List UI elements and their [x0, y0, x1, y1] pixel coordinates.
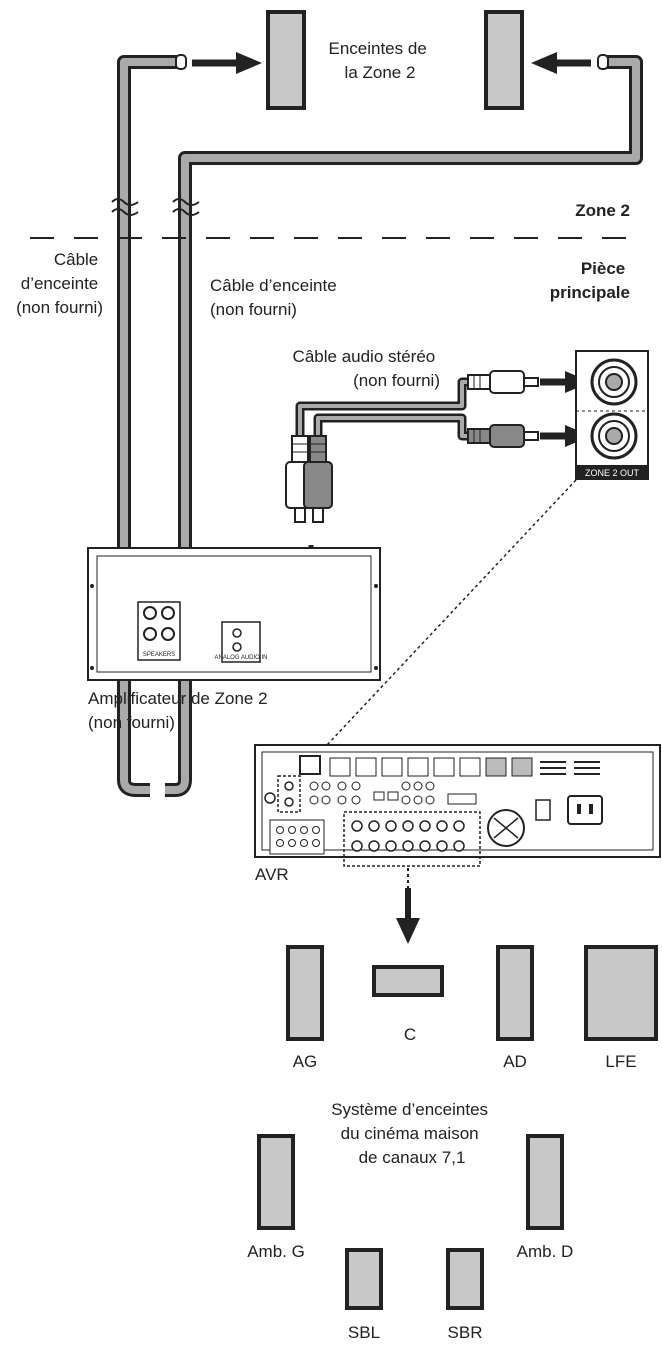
cable-right-line-2: (non fourni) [210, 300, 297, 319]
main-room-label: Pièce principale [550, 259, 630, 302]
system-line-2: du cinéma maison [341, 1124, 479, 1143]
speaker-fl-label: AG [293, 1052, 318, 1071]
audio-cable-line-2: (non fourni) [353, 371, 440, 390]
cable-left-line-3: (non fourni) [16, 298, 103, 317]
arrow-down-head [396, 918, 420, 944]
zone2-out-leader [295, 479, 577, 779]
zone2-speakers-line-1: Enceintes de [328, 39, 426, 58]
speaker-cable-left [117, 55, 181, 797]
cable-break-marks [111, 198, 200, 216]
system-line-1: Système d’enceintes [331, 1100, 488, 1119]
arrow-to-left-speaker [192, 52, 262, 74]
zone2-out-label: ZONE 2 OUT [585, 468, 640, 478]
cable-end-right [597, 54, 609, 70]
cable-right-line-1: Câble d’enceinte [210, 276, 337, 295]
arrow-to-right-speaker [531, 52, 591, 74]
zone2-speakers-line-2: la Zone 2 [345, 63, 416, 82]
cable-left-label: Câble d’enceinte (non fourni) [16, 250, 103, 317]
speaker-sbr-label: SBR [448, 1323, 483, 1342]
speaker-sbl-label: SBL [348, 1323, 380, 1342]
speaker-c-label: C [404, 1025, 416, 1044]
amp-label-line-2: (non fourni) [88, 713, 175, 732]
speaker-sbl [345, 1248, 383, 1310]
speaker-sr-label: Amb. D [517, 1242, 574, 1261]
stereo-audio-cable [295, 377, 468, 441]
main-room-line-1: Pièce [581, 259, 625, 278]
cable-end-left [175, 54, 187, 70]
rca-plug-red-right [467, 424, 539, 448]
cable-left-line-2: d’enceinte [21, 274, 99, 293]
avr-label: AVR [255, 865, 289, 884]
zone2-speakers-label: Enceintes de la Zone 2 [328, 39, 431, 82]
system-line-3: de canaux 7,1 [359, 1148, 466, 1167]
cable-right-label: Câble d’enceinte (non fourni) [210, 276, 341, 319]
rca-plug-red-left [303, 435, 333, 523]
avr-receiver [254, 744, 661, 867]
audio-cable-label: Câble audio stéréo (non fourni) [293, 347, 440, 390]
speaker-fl [286, 945, 324, 1041]
rca-plug-white-right [467, 370, 539, 394]
amp-label-line-1: Amplificateur de Zone 2 [88, 689, 268, 708]
zone2-speaker-left [266, 10, 306, 110]
speaker-sr [526, 1134, 564, 1230]
speaker-c [372, 965, 444, 997]
amp-speakers-label: SPEAKERS [143, 652, 175, 658]
zone2-label: Zone 2 [575, 201, 630, 220]
speaker-sbr [446, 1248, 484, 1310]
speaker-fr [496, 945, 534, 1041]
zone2-amplifier [87, 547, 381, 681]
system-label: Système d’enceintes du cinéma maison de … [331, 1100, 493, 1167]
speaker-fr-label: AD [503, 1052, 527, 1071]
amp-label: Amplificateur de Zone 2 (non fourni) [88, 689, 272, 732]
main-room-line-2: principale [550, 283, 630, 302]
amp-analog-in-label: ANALOG AUDIO IN [214, 655, 267, 661]
speaker-sl-label: Amb. G [247, 1242, 305, 1261]
cable-left-line-1: Câble [54, 250, 98, 269]
audio-cable-line-1: Câble audio stéréo [293, 347, 436, 366]
zone2-speaker-right [484, 10, 524, 110]
speaker-lfe [584, 945, 658, 1041]
zone2-out-panel [575, 350, 649, 480]
speaker-cable-right [165, 55, 643, 797]
speaker-sl [257, 1134, 295, 1230]
speaker-lfe-label: LFE [605, 1052, 636, 1071]
